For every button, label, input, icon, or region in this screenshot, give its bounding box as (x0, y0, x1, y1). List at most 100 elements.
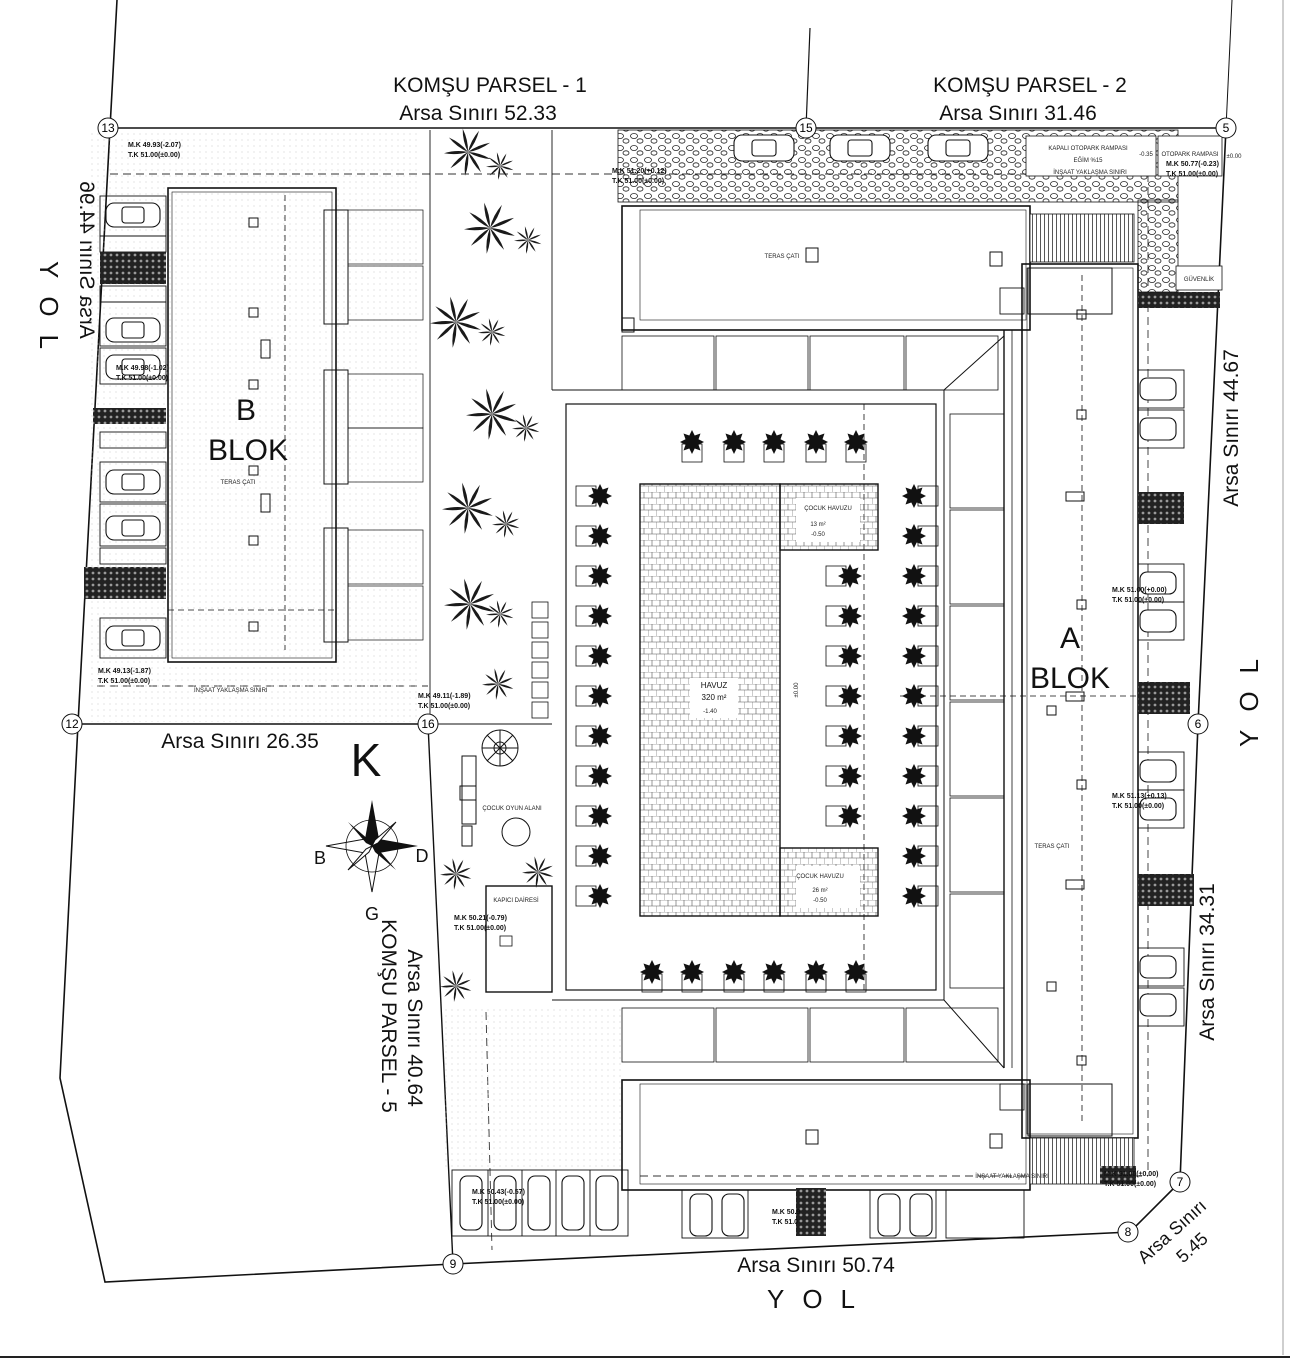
elevation-callouts: M.K 49.93(-2.07)T.K 51.00(±0.00) M.K 51.… (98, 142, 1219, 1226)
west-limit-label: İNŞAAT YAKLAŞMA SINIRI (194, 687, 268, 694)
svg-text:9: 9 (450, 1257, 457, 1271)
palm-tree-icon (492, 510, 520, 538)
inner-court (429, 130, 1005, 1069)
compass-south: G (365, 904, 379, 924)
compass-rose-icon (325, 800, 418, 893)
neighbor-2-name: KOMŞU PARSEL - 2 (933, 74, 1127, 97)
pool-depth: -1.40 (703, 709, 717, 715)
umbrella-icon (575, 804, 612, 828)
palm-tree-icon (522, 856, 554, 888)
umbrella-icon (902, 804, 939, 828)
north-wing (621, 205, 1031, 391)
palm-tree-icon (464, 202, 515, 254)
corner-point-12: 12 (61, 713, 83, 735)
umbrella-icon (825, 684, 862, 708)
b-block-label-2: BLOK (208, 434, 288, 467)
umbrella-icon (762, 960, 786, 993)
north-ramp-stairs (1029, 213, 1135, 263)
umbrella-icon (902, 564, 939, 588)
storage-bins (531, 601, 549, 719)
svg-text:16: 16 (421, 717, 435, 731)
umbrella-icon (575, 644, 612, 668)
umbrella-icon (825, 724, 862, 748)
palm-tree-icon (486, 600, 514, 628)
svg-text:T.K 51.00(±0.00): T.K 51.00(±0.00) (1112, 597, 1164, 604)
umbrella-icon (902, 844, 939, 868)
palm-tree-icon (466, 388, 517, 440)
umbrella-icon (902, 604, 939, 628)
umbrella-icon (844, 430, 868, 463)
level-tag-2: ±0.00 (1227, 154, 1243, 160)
pool-area: 320 m² (702, 693, 727, 702)
svg-text:15: 15 (799, 121, 813, 135)
corner-point-15: 15 (795, 117, 817, 139)
road-bottom: YOL (767, 1284, 873, 1314)
b-hedges (84, 252, 166, 599)
b-block-label-1: B (236, 394, 256, 427)
palm-tree-icon (478, 318, 506, 346)
palm-tree-icon (512, 414, 540, 442)
south-wing (621, 1007, 1031, 1191)
svg-text:T.K 51.00(±0.00): T.K 51.00(±0.00) (1104, 1181, 1156, 1188)
road-right: YOL (1234, 641, 1264, 747)
neighbor-5-name: KOMŞU PARSEL - 5 (377, 919, 400, 1113)
svg-text:M.K 51.00(±0.00): M.K 51.00(±0.00) (1104, 1171, 1158, 1178)
a-cars (1139, 377, 1177, 1017)
corner-point-7: 7 (1169, 1171, 1191, 1193)
svg-text:M.K 50.43(-0.57): M.K 50.43(-0.57) (472, 1189, 525, 1196)
corner-point-16: 16 (417, 713, 439, 735)
svg-text:M.K 51.13(+0.13): M.K 51.13(+0.13) (1112, 793, 1167, 800)
palm-tree-icon (440, 858, 472, 890)
corner-point-5: 5 (1215, 117, 1237, 139)
ramp-1-label: KAPALI OTOPARK RAMPASI (1048, 146, 1128, 152)
playground-label: ÇOCUK OYUN ALANI (482, 806, 542, 812)
compass-west: B (314, 848, 326, 868)
neighbor-1-name: KOMŞU PARSEL - 1 (393, 74, 587, 97)
umbrella-icon (575, 724, 612, 748)
umbrella-icon (575, 484, 612, 508)
svg-text:8: 8 (1125, 1225, 1132, 1239)
a-terrace-label: TERAS ÇATI (1035, 844, 1070, 850)
corner-point-13: 13 (97, 117, 119, 139)
north-terrace-label: TERAS ÇATI (765, 254, 800, 260)
svg-text:T.K 51.00(±0.00): T.K 51.00(±0.00) (98, 678, 150, 685)
svg-text:T.K 51.00(±0.00): T.K 51.00(±0.00) (472, 1199, 524, 1206)
umbrella-icon (902, 524, 939, 548)
south-parking (451, 1169, 1025, 1239)
svg-text:M.K 49.13(-1.87): M.K 49.13(-1.87) (98, 668, 151, 675)
svg-text:13: 13 (101, 121, 115, 135)
umbrella-icon (825, 564, 862, 588)
a-hedges (1138, 292, 1220, 906)
umbrella-icon (575, 564, 612, 588)
palm-group (430, 128, 554, 1002)
svg-text:M.K 49.11(-1.89): M.K 49.11(-1.89) (418, 693, 471, 700)
svg-text:M.K 50.77(-0.23): M.K 50.77(-0.23) (1166, 161, 1219, 168)
corner-markers: 13 15 5 6 7 8 9 16 12 (61, 117, 1237, 1275)
svg-text:M.K 49.98(-1.02): M.K 49.98(-1.02) (116, 365, 169, 372)
boundary-left: Arsa Sınırı 44.96 (75, 181, 98, 339)
north-limit-label: İNŞAAT YAKLAŞMA SINIRI (1053, 169, 1127, 176)
svg-text:T.K 51.00(±0.00): T.K 51.00(±0.00) (1166, 171, 1218, 178)
palm-tree-icon (444, 128, 491, 176)
neighbor-1-boundary: Arsa Sınırı 52.33 (399, 102, 557, 125)
boundary-right-lower: Arsa Sınırı 34.31 (1196, 883, 1219, 1041)
palm-tree-icon (440, 970, 472, 1002)
palm-tree-icon (442, 482, 493, 534)
kids-pool-top-area: 13 m² (810, 522, 825, 528)
boundary-bottom-left: Arsa Sınırı 26.35 (161, 730, 319, 753)
umbrella-icon (680, 960, 704, 993)
kids-pool-bottom-label: ÇOCUK HAVUZU (796, 874, 844, 880)
road-left: YOL (34, 261, 64, 367)
svg-text:M.K 51.00(+0.00): M.K 51.00(+0.00) (1112, 587, 1167, 594)
umbrella-icon (575, 764, 612, 788)
south-limit-label: İNŞAAT YAKLAŞMA SINIRI (975, 1173, 1049, 1180)
neighbor-5-boundary: Arsa Sınırı 40.64 (403, 949, 426, 1107)
umbrella-icon (804, 960, 828, 993)
neighbor-2-boundary: Arsa Sınırı 31.46 (939, 102, 1097, 125)
umbrella-icon (902, 764, 939, 788)
umbrella-icon (680, 430, 704, 463)
svg-text:M.K 50.9: M.K 50.9 (772, 1209, 801, 1216)
corner-point-6: 6 (1187, 713, 1209, 735)
compass-north: K (351, 734, 382, 786)
